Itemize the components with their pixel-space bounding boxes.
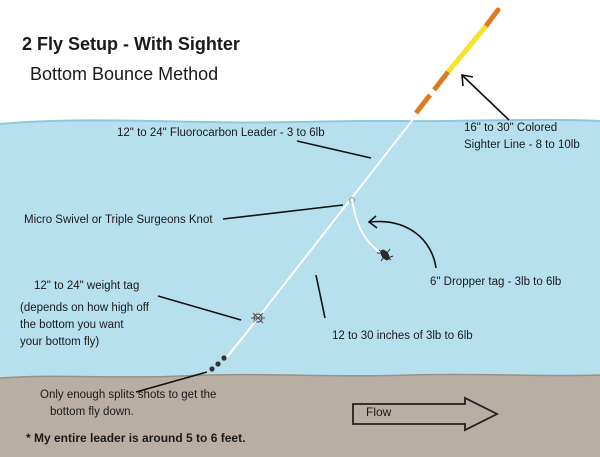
- label-split-shot-2: bottom fly down.: [50, 406, 134, 418]
- water-surface-line: [0, 118, 600, 125]
- pointer-split-shot: [135, 371, 208, 393]
- flow-arrow: [352, 396, 500, 432]
- label-tippet: 12 to 30 inches of 3lb to 6lb: [332, 330, 473, 342]
- river-bottom-edge: [0, 373, 600, 379]
- pointer-tippet: [315, 274, 326, 319]
- label-fluorocarbon-leader: 12" to 24" Fluorocarbon Leader - 3 to 6l…: [117, 127, 325, 139]
- sighter-white-gap: [428, 88, 436, 97]
- sighter-orange-top: [483, 7, 501, 29]
- pointer-sighter-arrowhead: [461, 74, 474, 87]
- pointer-swivel: [222, 204, 344, 220]
- label-weight-tag: 12" to 24" weight tag: [34, 280, 140, 292]
- label-weight-tag-note-2: the bottom you want: [20, 319, 124, 331]
- pointer-sighter: [462, 75, 510, 121]
- label-dropper-tag: 6" Dropper tag - 3lb to 6lb: [430, 276, 562, 288]
- label-weight-tag-note-1: (depends on how high off: [20, 302, 149, 314]
- label-swivel: Micro Swivel or Triple Surgeons Knot: [24, 214, 213, 226]
- label-sighter-line-1: 16" to 30" Colored: [464, 122, 558, 134]
- label-weight-tag-note-3: your bottom fly): [20, 336, 100, 348]
- pointer-weight-tag: [157, 295, 242, 321]
- label-sighter-line-2: Sighter Line - 8 to 10lb: [464, 139, 580, 151]
- leader-length-note: * My entire leader is around 5 to 6 feet…: [26, 431, 246, 445]
- river-bottom: [0, 374, 600, 457]
- diagram-title: 2 Fly Setup - With Sighter: [22, 34, 240, 54]
- split-shot-weights: [209, 355, 227, 372]
- weight-tag-line: [225, 320, 257, 359]
- label-split-shot-1: Only enough splits shots to get the: [40, 389, 217, 401]
- pointer-leader: [296, 140, 372, 159]
- sighter-yellow: [446, 24, 488, 74]
- flow-label: Flow: [366, 405, 392, 419]
- pointer-dropper-arrowhead: [367, 215, 378, 229]
- diagram-subtitle: Bottom Bounce Method: [30, 64, 219, 84]
- sighter-orange-mid: [432, 70, 450, 92]
- pointer-dropper-arc: [369, 220, 437, 269]
- dropper-fly-icon: [377, 248, 394, 262]
- dropper-tag-line: [351, 199, 382, 254]
- sighter-orange-bottom: [414, 93, 432, 115]
- water-body: [0, 119, 600, 380]
